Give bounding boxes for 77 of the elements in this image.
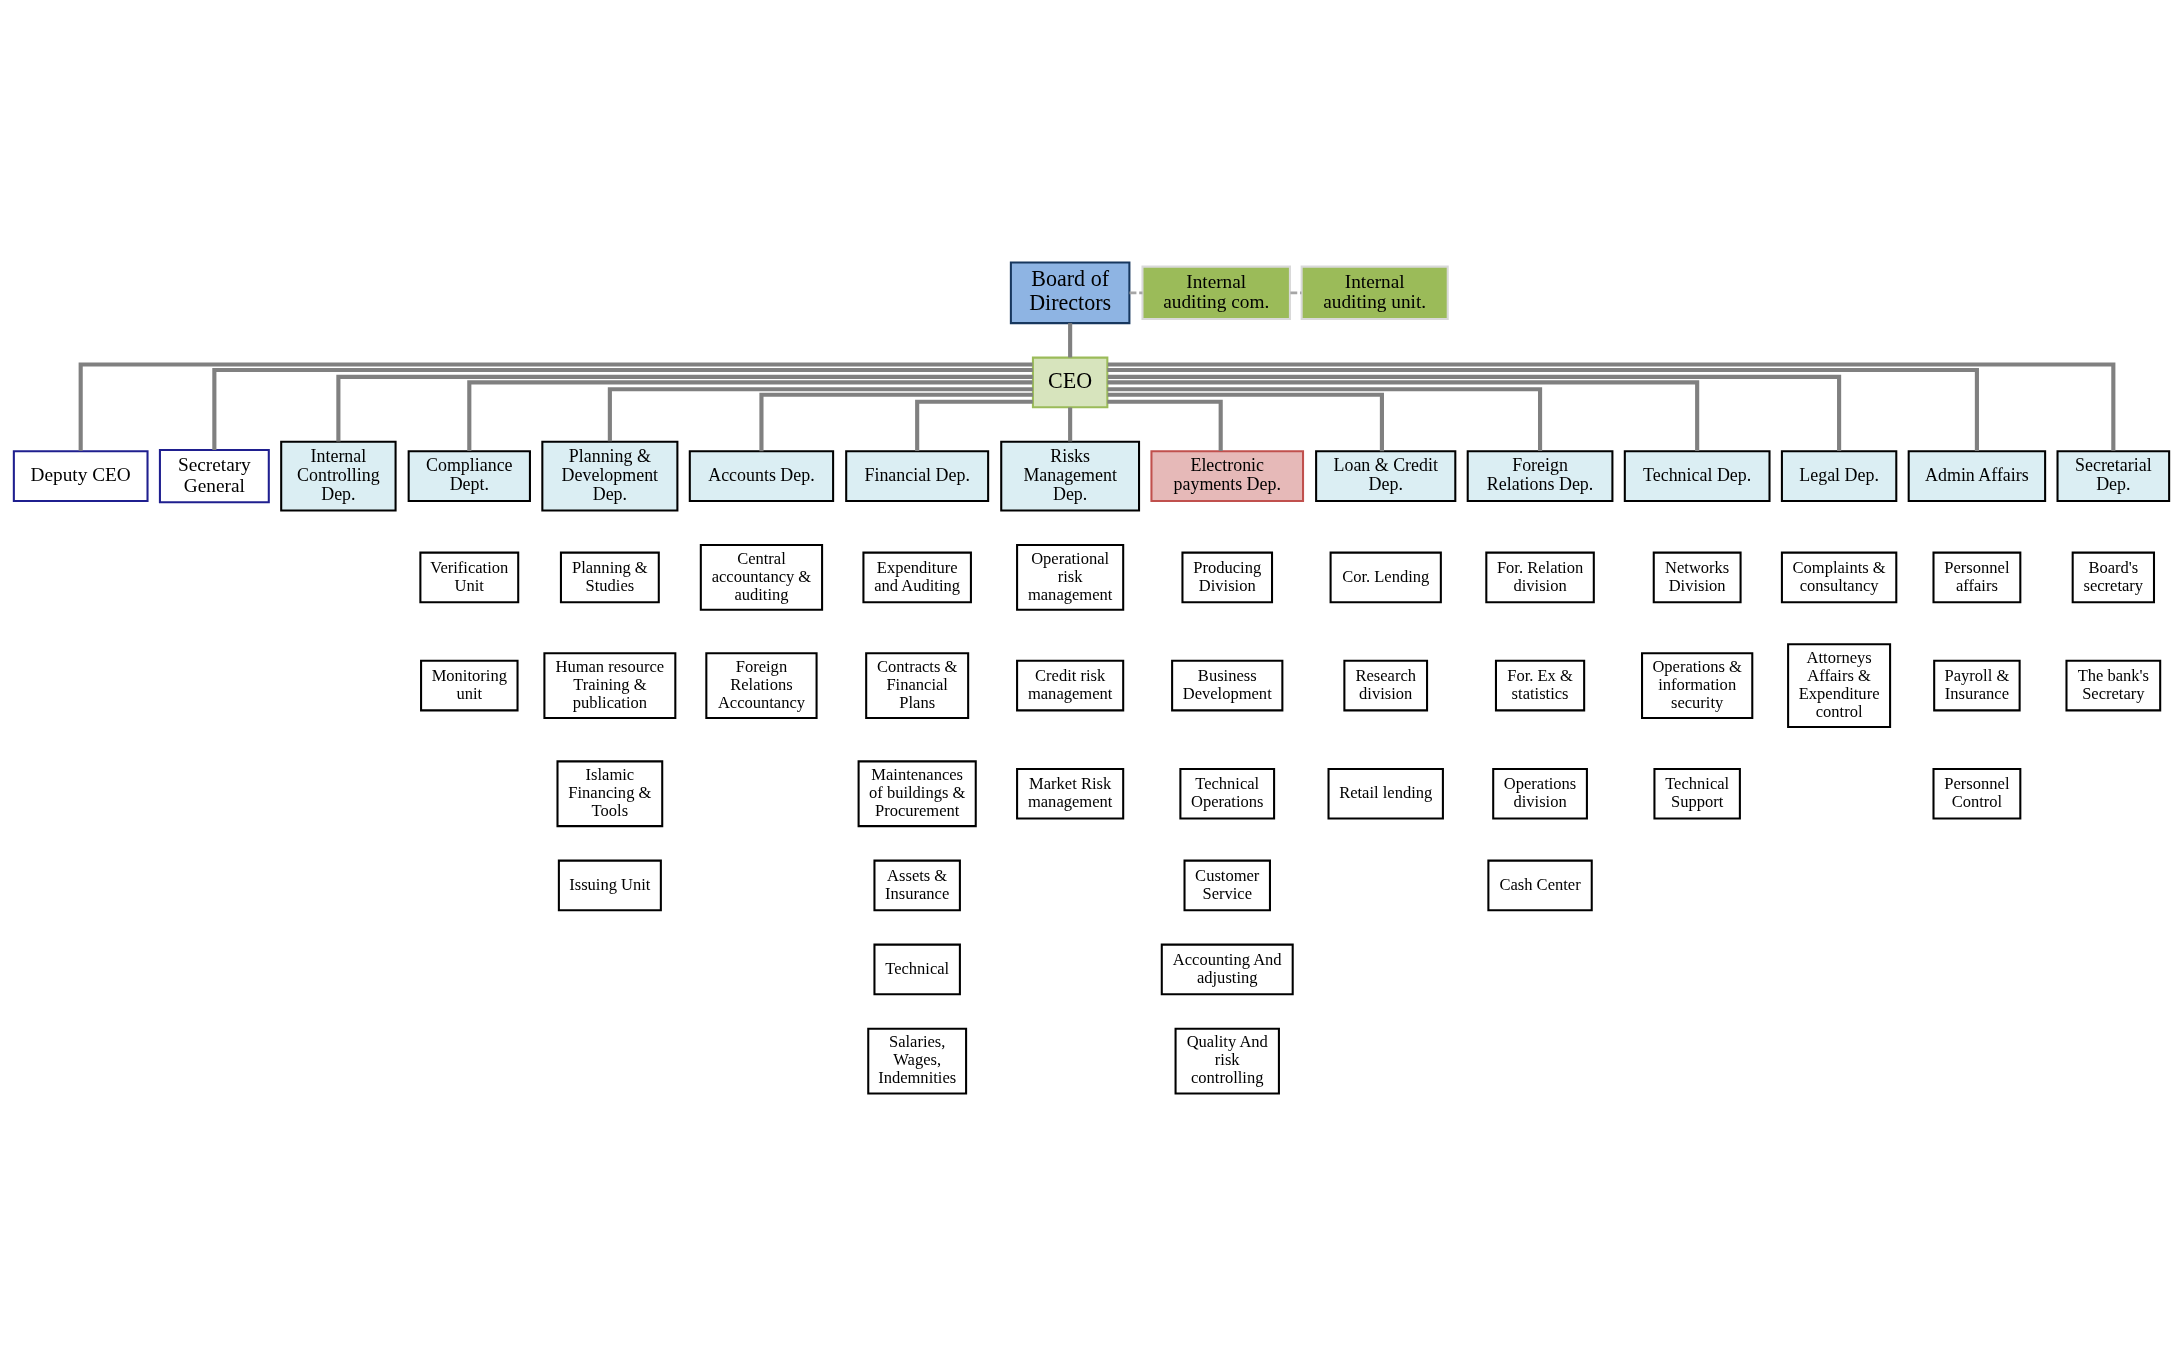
node-box: Loan & Credit Dep. xyxy=(1315,450,1457,502)
node-box: Complaints & consultancy xyxy=(1780,551,1898,604)
node-box: Electronic payments Dep. xyxy=(1150,450,1305,502)
node-box: For. Relation division xyxy=(1485,551,1595,604)
node-box: Board of Directors xyxy=(1009,261,1131,325)
connector xyxy=(1107,362,2116,451)
node-box: Verification Unit xyxy=(419,551,520,604)
connector xyxy=(1107,374,1842,452)
connector xyxy=(1107,387,1543,451)
node-box: Legal Dep. xyxy=(1780,450,1898,502)
node-box: Accounting And adjusting xyxy=(1160,943,1294,996)
connector xyxy=(1107,392,1384,452)
node-box: Secretarial Dep. xyxy=(2056,450,2171,502)
node-box: Operational risk management xyxy=(1016,544,1125,611)
connector xyxy=(1107,367,1979,451)
connector xyxy=(78,362,1033,451)
node-box: Monitoring unit xyxy=(420,659,519,712)
node-box: Financial Dep. xyxy=(845,450,990,502)
node-box: Assets & Insurance xyxy=(873,859,961,912)
node-box: Foreign Relations Accountancy xyxy=(705,652,818,719)
node-box: Salaries, Wages, Indemnities xyxy=(867,1027,968,1095)
connector xyxy=(1129,291,1143,295)
connector xyxy=(1068,407,1073,442)
node-box: Compliance Dept. xyxy=(407,450,531,502)
node-box: Accounts Dep. xyxy=(688,450,835,502)
node-box: Technical Support xyxy=(1653,767,1741,820)
connector xyxy=(759,392,1033,452)
node-box: Cor. Lending xyxy=(1329,551,1442,604)
node-box: Market Risk management xyxy=(1016,767,1125,820)
node-box: Technical xyxy=(873,943,961,996)
node-box: Payroll & Insurance xyxy=(1933,659,2021,712)
node-box: Deputy CEO xyxy=(12,450,149,502)
node-box: Quality And risk controlling xyxy=(1174,1027,1280,1095)
node-box: Networks Division xyxy=(1652,551,1742,604)
node-box: CEO xyxy=(1031,356,1109,409)
node-box: Maintenances of buildings & Procurement xyxy=(857,760,977,828)
node-box: Secretary General xyxy=(158,448,270,504)
node-box: Internal auditing com. xyxy=(1141,265,1291,321)
connector xyxy=(1107,380,1700,451)
node-box: Research division xyxy=(1343,659,1429,712)
node-box: Central accountancy & auditing xyxy=(699,544,824,611)
node-box: Credit risk management xyxy=(1016,659,1125,712)
node-box: Operations division xyxy=(1492,767,1588,820)
node-box: Human resource Training & publication xyxy=(543,652,677,719)
node-box: Board's secretary xyxy=(2071,551,2156,604)
node-box: Admin Affairs xyxy=(1907,450,2047,502)
node-box: Retail lending xyxy=(1327,767,1444,820)
connector xyxy=(1068,323,1073,358)
node-box: Customer Service xyxy=(1183,859,1271,912)
node-box: Producing Division xyxy=(1181,551,1274,604)
node-box: Personnel affairs xyxy=(1932,551,2022,604)
node-box: Technical Operations xyxy=(1179,767,1276,820)
connector xyxy=(915,399,1033,451)
connector xyxy=(336,374,1033,442)
connector xyxy=(212,367,1033,450)
node-box: Islamic Financing & Tools xyxy=(556,760,664,828)
node-box: Expenditure and Auditing xyxy=(862,551,972,604)
node-box: Attorneys Affairs & Expenditure control xyxy=(1787,643,1892,728)
node-box: Technical Dep. xyxy=(1623,450,1771,502)
connector xyxy=(1290,291,1302,295)
node-box: The bank's Secretary xyxy=(2065,659,2162,712)
node-box: For. Ex & statistics xyxy=(1494,659,1586,712)
node-box: Issuing Unit xyxy=(557,859,662,912)
node-box: Risks Management Dep. xyxy=(1000,440,1141,512)
node-box: Planning & Development Dep. xyxy=(541,440,679,512)
connector xyxy=(1107,399,1223,451)
connector xyxy=(607,387,1033,442)
node-box: Cash Center xyxy=(1487,859,1593,912)
node-box: Internal auditing unit. xyxy=(1300,265,1449,321)
node-box: Foreign Relations Dep. xyxy=(1466,450,1614,502)
node-box: Personnel Control xyxy=(1932,767,2022,820)
node-box: Internal Controlling Dep. xyxy=(280,440,397,512)
connector xyxy=(467,380,1033,451)
node-box: Business Development xyxy=(1171,659,1284,712)
node-box: Contracts & Financial Plans xyxy=(865,652,970,719)
node-box: Planning & Studies xyxy=(559,551,660,604)
node-box: Operations & information security xyxy=(1641,652,1754,719)
